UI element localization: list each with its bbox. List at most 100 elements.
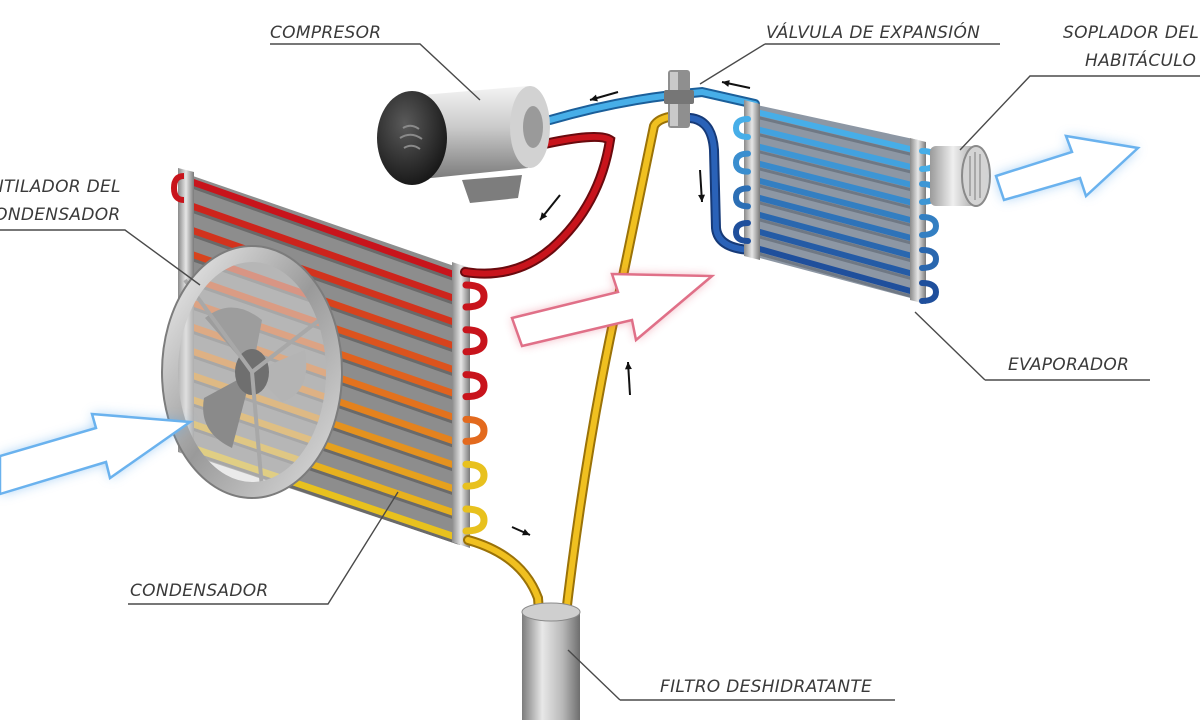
evaporator-tube (753, 194, 917, 242)
condenser-fin (191, 209, 459, 307)
evaporator-tube (753, 143, 917, 189)
valve-port (664, 90, 694, 104)
condenser-tube (188, 202, 462, 304)
evaporator-tube (753, 109, 917, 153)
air-flow (0, 134, 1141, 496)
filter-top (521, 602, 581, 622)
leader-ventilador (0, 229, 201, 286)
condenser-tube (188, 178, 462, 280)
evaporator-fin (755, 149, 915, 192)
label-valvula-expansion: VÁLVULA DE EXPANSIÓN (766, 21, 980, 43)
evaporator (732, 100, 940, 304)
flow-direction-arrows (511, 80, 751, 536)
evaporator-return-bend (732, 150, 751, 175)
compressor-bracket (462, 175, 522, 203)
evaporator-fin (755, 251, 915, 299)
evaporator-tube (753, 228, 917, 278)
condenser-return-bend (462, 415, 488, 445)
evaporator-tube (753, 177, 917, 224)
evaporator-fin (755, 166, 915, 210)
blower-vanes (969, 152, 981, 200)
leader-compresor (270, 43, 481, 101)
filter-body (522, 612, 580, 720)
evaporator-return-bend (919, 214, 940, 238)
evaporator-feed (687, 115, 753, 253)
evaporator-tube (753, 211, 917, 260)
fan-strut (250, 371, 264, 489)
flow-arrow-icon (589, 91, 619, 102)
leader-filtro (567, 649, 895, 701)
evaporator-fin (755, 132, 915, 175)
refrigerant-lines (460, 86, 760, 630)
evaporator-tube (753, 245, 917, 295)
evaporator-return-bend (919, 280, 940, 304)
condenser-right-frame (452, 262, 470, 548)
condenser-return-bend (170, 173, 185, 203)
evaporator-fin (755, 183, 915, 228)
filter-drier (521, 602, 581, 720)
condenser-inlet-air-arrow-icon (0, 412, 194, 496)
label-filtro: FILTRO DESHIDRATANTE (660, 677, 872, 697)
fan-ring-edge (161, 245, 343, 499)
cabin-air-arrow-icon (994, 134, 1141, 202)
flow-arrow-icon (624, 361, 632, 396)
label-compresor: COMPRESOR (270, 23, 381, 43)
leader-evaporador (914, 311, 1150, 381)
flow-arrow-icon (698, 169, 706, 203)
condenser-return-bend (462, 505, 488, 535)
hot-gas-line (462, 134, 614, 277)
condenser-tube (188, 226, 462, 328)
condenser-fin (191, 185, 459, 283)
condenser-return-bend (462, 371, 488, 401)
evaporator-bends (732, 116, 940, 304)
evaporator-return-bend (919, 247, 940, 271)
hot-air-arrow-icon (510, 272, 716, 348)
labels: COMPRESOR VÁLVULA DE EXPANSIÓN SOPLADOR … (0, 21, 1199, 697)
expansion-valve (664, 70, 694, 128)
compressor-logo-icon (399, 124, 423, 150)
blower-wheel (961, 145, 991, 207)
evaporator-fin (755, 115, 915, 157)
leader-condensador (128, 491, 399, 605)
evaporator-tube (753, 160, 917, 207)
evaporator-fin (755, 234, 915, 281)
flow-arrow-icon (511, 526, 531, 536)
evaporator-return-bend (732, 185, 751, 210)
fan-strut (250, 316, 324, 374)
liquid-riser (562, 113, 678, 625)
label-soplador-line1: SOPLADOR DEL (1063, 23, 1199, 43)
compressor (377, 86, 550, 203)
condenser-return-bend (462, 460, 488, 490)
flow-arrow-icon (721, 80, 751, 89)
label-soplador-line2: HABITÁCULO (1085, 49, 1196, 71)
flow-arrow-icon (539, 194, 561, 221)
cabin-blower (930, 145, 991, 207)
label-condensador: CONDENSADOR (130, 581, 269, 601)
fan-ring (162, 246, 342, 498)
label-ventilador-line1: VENTILADOR DEL (0, 177, 121, 197)
condenser-return-bend (462, 326, 488, 356)
evaporator-return-bend (732, 220, 751, 244)
fan-blade-2 (252, 350, 307, 402)
leader-valvula (699, 43, 1000, 85)
evaporator-fin (755, 200, 915, 246)
evaporator-tubes (753, 109, 917, 299)
evaporator-fin (755, 217, 915, 263)
compressor-shaft (523, 106, 543, 148)
evaporator-right-frame (910, 138, 926, 304)
evaporator-return-bend (732, 116, 751, 140)
leader-soplador (959, 75, 1200, 151)
condenser-fan (161, 245, 343, 499)
condenser-return-bend (462, 281, 488, 311)
fan-blade-3 (203, 372, 252, 448)
condenser-bends (170, 173, 488, 535)
evaporator-tube (753, 126, 917, 171)
liquid-riser-shadow (560, 111, 680, 627)
evaporator-left-frame (744, 100, 760, 260)
label-evaporador: EVAPORADOR (1008, 355, 1129, 375)
leader-lines (0, 43, 1200, 701)
label-ventilador-line2: CONDENSADOR (0, 205, 121, 225)
liquid-line (465, 537, 543, 628)
